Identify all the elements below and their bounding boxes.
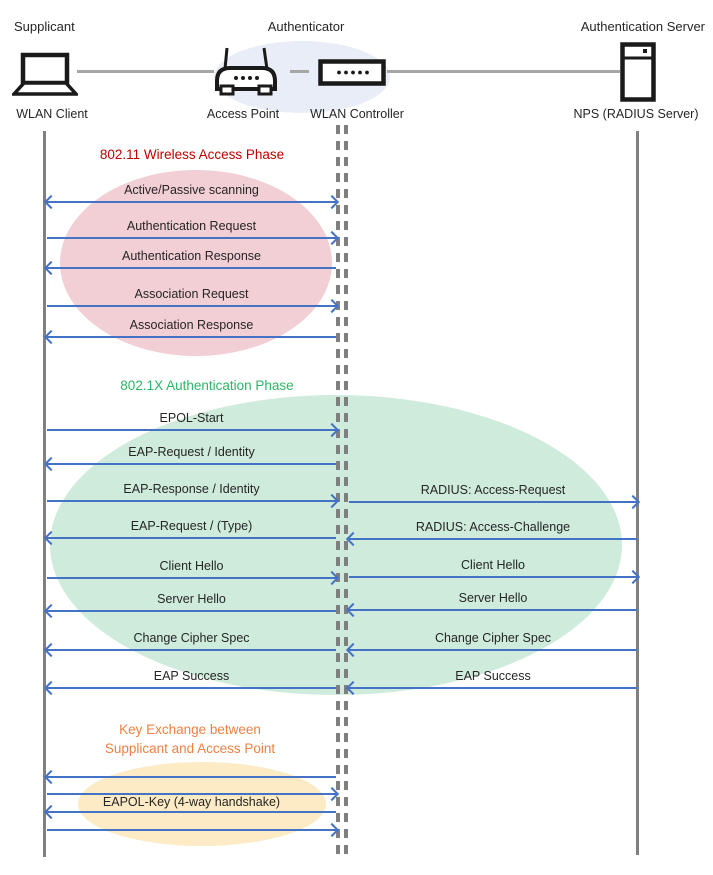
- message-label: EAPOL-Key (4-way handshake): [102, 795, 281, 809]
- role-label-auth-server: Authentication Server: [580, 19, 705, 34]
- message-label: EAP Success: [153, 669, 230, 683]
- message-arrow: [47, 786, 340, 802]
- message-label: EAP Success: [455, 669, 531, 683]
- message-arrow: [47, 422, 340, 438]
- server-icon: [620, 42, 656, 102]
- message-arrow: [43, 194, 340, 210]
- role-label-supplicant: Supplicant: [14, 19, 75, 34]
- message-arrow: [47, 230, 340, 246]
- device-label-nps: NPS (RADIUS Server): [573, 107, 699, 121]
- role-label-authenticator: Authenticator: [267, 19, 345, 34]
- connector-controller-server: [387, 70, 620, 73]
- message-label: Change Cipher Spec: [133, 631, 250, 645]
- lifeline-wlan-controller-dash-2: [344, 125, 348, 859]
- device-label-wlan-client: WLAN Client: [16, 107, 88, 121]
- connector-client-ap: [77, 70, 214, 73]
- phase2-title: 802.1X Authentication Phase: [120, 378, 294, 393]
- message-arrow: [43, 680, 336, 696]
- message-arrow: [349, 569, 641, 585]
- message-arrow: [43, 769, 336, 785]
- message-arrow: [43, 603, 336, 619]
- message-label: Association Response: [129, 318, 254, 332]
- lifeline-wlan-controller-dash-1: [336, 125, 340, 859]
- message-arrow: [47, 493, 340, 509]
- message-label: Authentication Response: [122, 249, 261, 263]
- access-point-icon: [212, 45, 280, 97]
- message-label: EPOL-Start: [159, 411, 224, 425]
- message-label: Server Hello: [157, 592, 226, 606]
- connector-ap-controller: [290, 70, 309, 73]
- message-arrow: [43, 456, 336, 472]
- message-arrow: [345, 531, 637, 547]
- message-arrow: [345, 680, 637, 696]
- message-label: Server Hello: [458, 591, 528, 605]
- message-arrow: [345, 602, 637, 618]
- lifeline-wlan-client: [43, 131, 46, 857]
- message-label: Association Request: [134, 287, 249, 301]
- message-label: Client Hello: [461, 558, 525, 572]
- message-arrow: [47, 822, 340, 838]
- arrowhead-left-icon: [43, 769, 59, 785]
- phase3-title-line2: Supplicant and Access Point: [104, 741, 276, 756]
- wlan-controller-icon: [318, 59, 386, 86]
- message-arrow: [43, 329, 336, 345]
- message-label: Active/Passive scanning: [124, 183, 259, 197]
- message-label: EAP-Request / Identity: [128, 445, 255, 459]
- message-label: Change Cipher Spec: [434, 631, 552, 645]
- message-label: EAP-Response / Identity: [123, 482, 260, 496]
- phase3-title-line1: Key Exchange between: [119, 722, 261, 737]
- message-arrow: [47, 570, 340, 586]
- message-arrow: [345, 642, 637, 658]
- message-arrow: [47, 298, 340, 314]
- lifeline-nps: [636, 131, 639, 855]
- message-label: RADIUS: Access-Challenge: [415, 520, 571, 534]
- message-arrow: [43, 260, 336, 276]
- message-label: Client Hello: [159, 559, 224, 573]
- message-label: Authentication Request: [126, 219, 257, 233]
- message-arrow: [43, 530, 336, 546]
- message-arrow: [349, 494, 641, 510]
- message-label: RADIUS: Access-Request: [420, 483, 566, 497]
- message-label: EAP-Request / (Type): [130, 519, 253, 533]
- device-label-wlan-controller: WLAN Controller: [310, 107, 404, 121]
- device-label-access-point: Access Point: [206, 107, 280, 121]
- phase1-title: 802.11 Wireless Access Phase: [99, 147, 285, 162]
- laptop-icon: [12, 52, 78, 98]
- message-arrow: [43, 642, 336, 658]
- message-arrow: [43, 804, 336, 820]
